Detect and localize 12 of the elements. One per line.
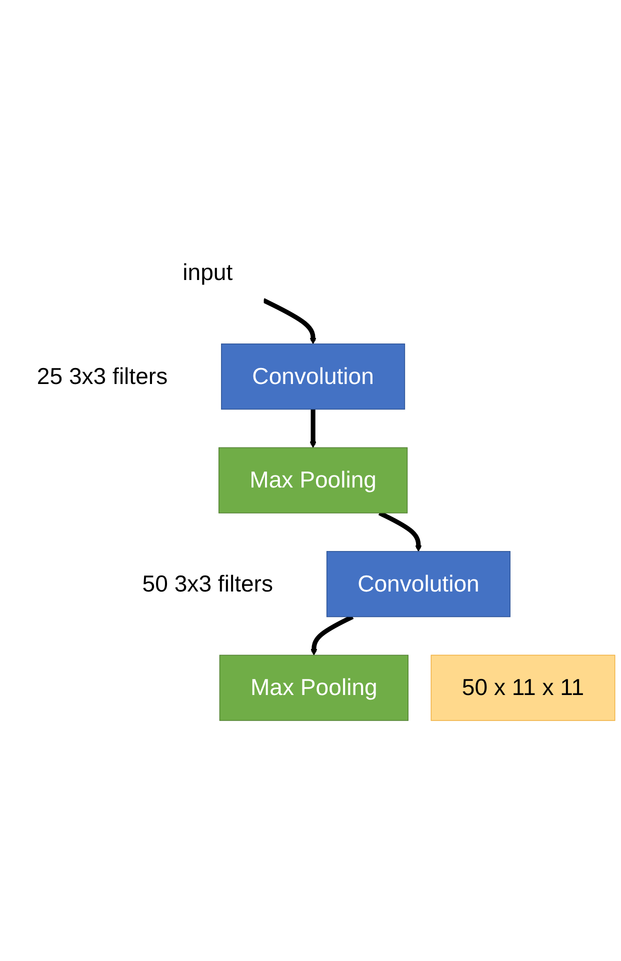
arrow — [310, 409, 316, 448]
node-box: Max Pooling — [219, 654, 408, 722]
node-box: Convolution — [326, 551, 510, 618]
node-text: input — [182, 260, 233, 286]
arrow — [262, 298, 316, 344]
node-box: 50 x 11 x 11 — [430, 654, 616, 722]
node-label: 25 3x3 filters — [36, 364, 168, 390]
node-box: Convolution — [221, 344, 406, 410]
node-box: Max Pooling — [218, 447, 408, 514]
arrow — [378, 511, 422, 552]
arrow — [310, 614, 354, 656]
node-label: 50 3x3 filters — [142, 572, 274, 597]
